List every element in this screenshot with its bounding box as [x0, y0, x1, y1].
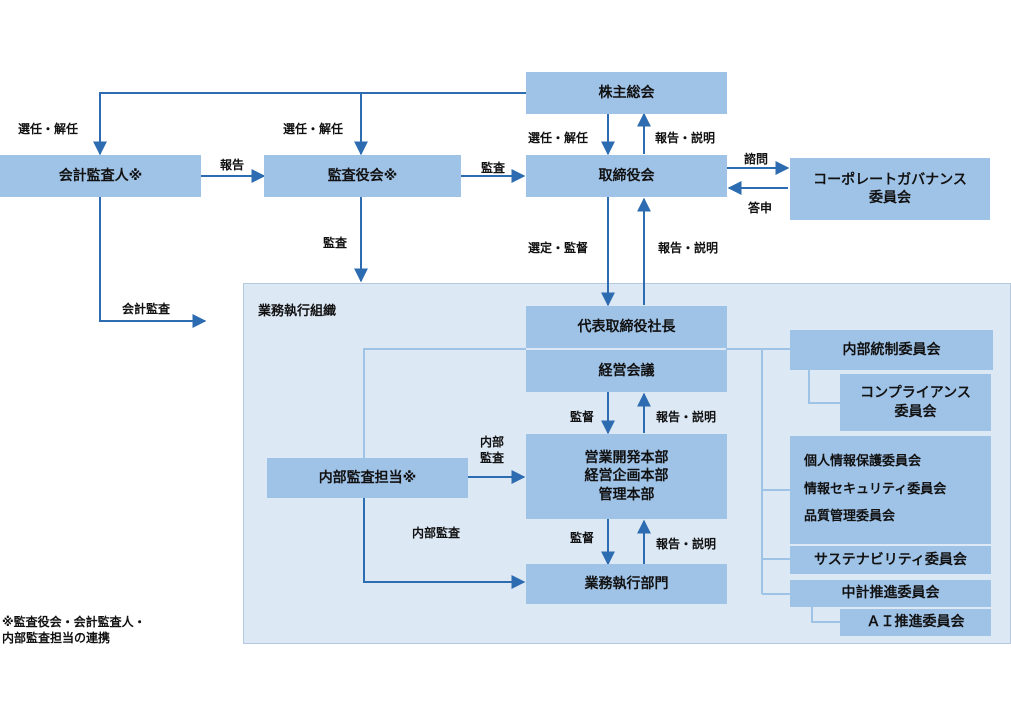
quality-management-committee: 品質管理委員会 [804, 508, 896, 524]
sustainability-committee-box: サステナビリティ委員会 [790, 546, 991, 574]
line-internal-audit-to-business-units [363, 498, 526, 589]
label-audit-down: 監査 [323, 236, 348, 250]
line-shareholders-to-accounting-auditor [93, 92, 526, 156]
line-midterm-to-ai [811, 606, 840, 623]
information-security-committee: 情報セキュリティ委員会 [804, 481, 947, 497]
ai-promotion-committee-box: ＡＩ推進委員会 [840, 609, 991, 636]
president-box: 代表取締役社長 [526, 306, 727, 348]
divisions-box: 営業開発本部 経営企画本部 管理本部 [526, 434, 727, 519]
line-internal-control-to-compliance [808, 369, 840, 404]
line-accounting-audit [99, 197, 207, 328]
corporate-governance-committee-box: コーポレートガバナンス 委員会 [790, 158, 990, 220]
audit-board-box: 監査役会※ [264, 155, 461, 197]
label-consult: 諮問 [744, 152, 769, 166]
midterm-plan-committee-box: 中計推進委員会 [790, 580, 991, 607]
management-meeting-box: 経営会議 [526, 350, 727, 392]
label-elect-dismiss-mid: 選任・解任 [283, 122, 344, 136]
label-select-supervise: 選定・監督 [528, 241, 589, 255]
label-elect-dismiss-left: 選任・解任 [18, 122, 79, 136]
label-report-explain-div: 報告・説明 [656, 537, 717, 551]
label-report-explain-mgmt: 報告・説明 [656, 410, 717, 424]
label-accounting-audit: 会計監査 [122, 302, 171, 316]
internal-control-committee-box: 内部統制委員会 [790, 330, 993, 370]
internal-audit-box: 内部監査担当※ [267, 458, 468, 498]
label-elect-dismiss-board: 選任・解任 [528, 131, 589, 145]
committee-group-box: 個人情報保護委員会 情報セキュリティ委員会 品質管理委員会 [790, 436, 991, 544]
label-response: 答申 [748, 201, 773, 215]
business-units-box: 業務執行部門 [526, 564, 727, 604]
label-report-explain-top: 報告・説明 [655, 131, 716, 145]
accounting-auditor-box: 会計監査人※ [0, 155, 201, 197]
compliance-committee-box: コンプライアンス 委員会 [840, 374, 991, 431]
label-supervise-2: 監督 [570, 531, 595, 545]
line-president-to-internal-audit [363, 348, 526, 458]
org-title: 業務執行組織 [258, 304, 337, 319]
label-internal-audit-down: 内部監査 [412, 526, 461, 540]
label-supervise-1: 監督 [570, 410, 595, 424]
footnote: ※監査役会・会計監査人・ 内部監査担当の連携 [2, 615, 146, 646]
personal-info-protection-committee: 個人情報保護委員会 [804, 454, 922, 470]
shareholders-meeting-box: 株主総会 [526, 72, 727, 114]
label-internal-audit-arrow: 内部 監査 [480, 435, 505, 466]
label-report-explain-board: 報告・説明 [658, 241, 719, 255]
board-of-directors-box: 取締役会 [526, 155, 727, 197]
label-report: 報告 [220, 158, 245, 172]
label-audit-board-arrow: 監査 [481, 161, 506, 175]
